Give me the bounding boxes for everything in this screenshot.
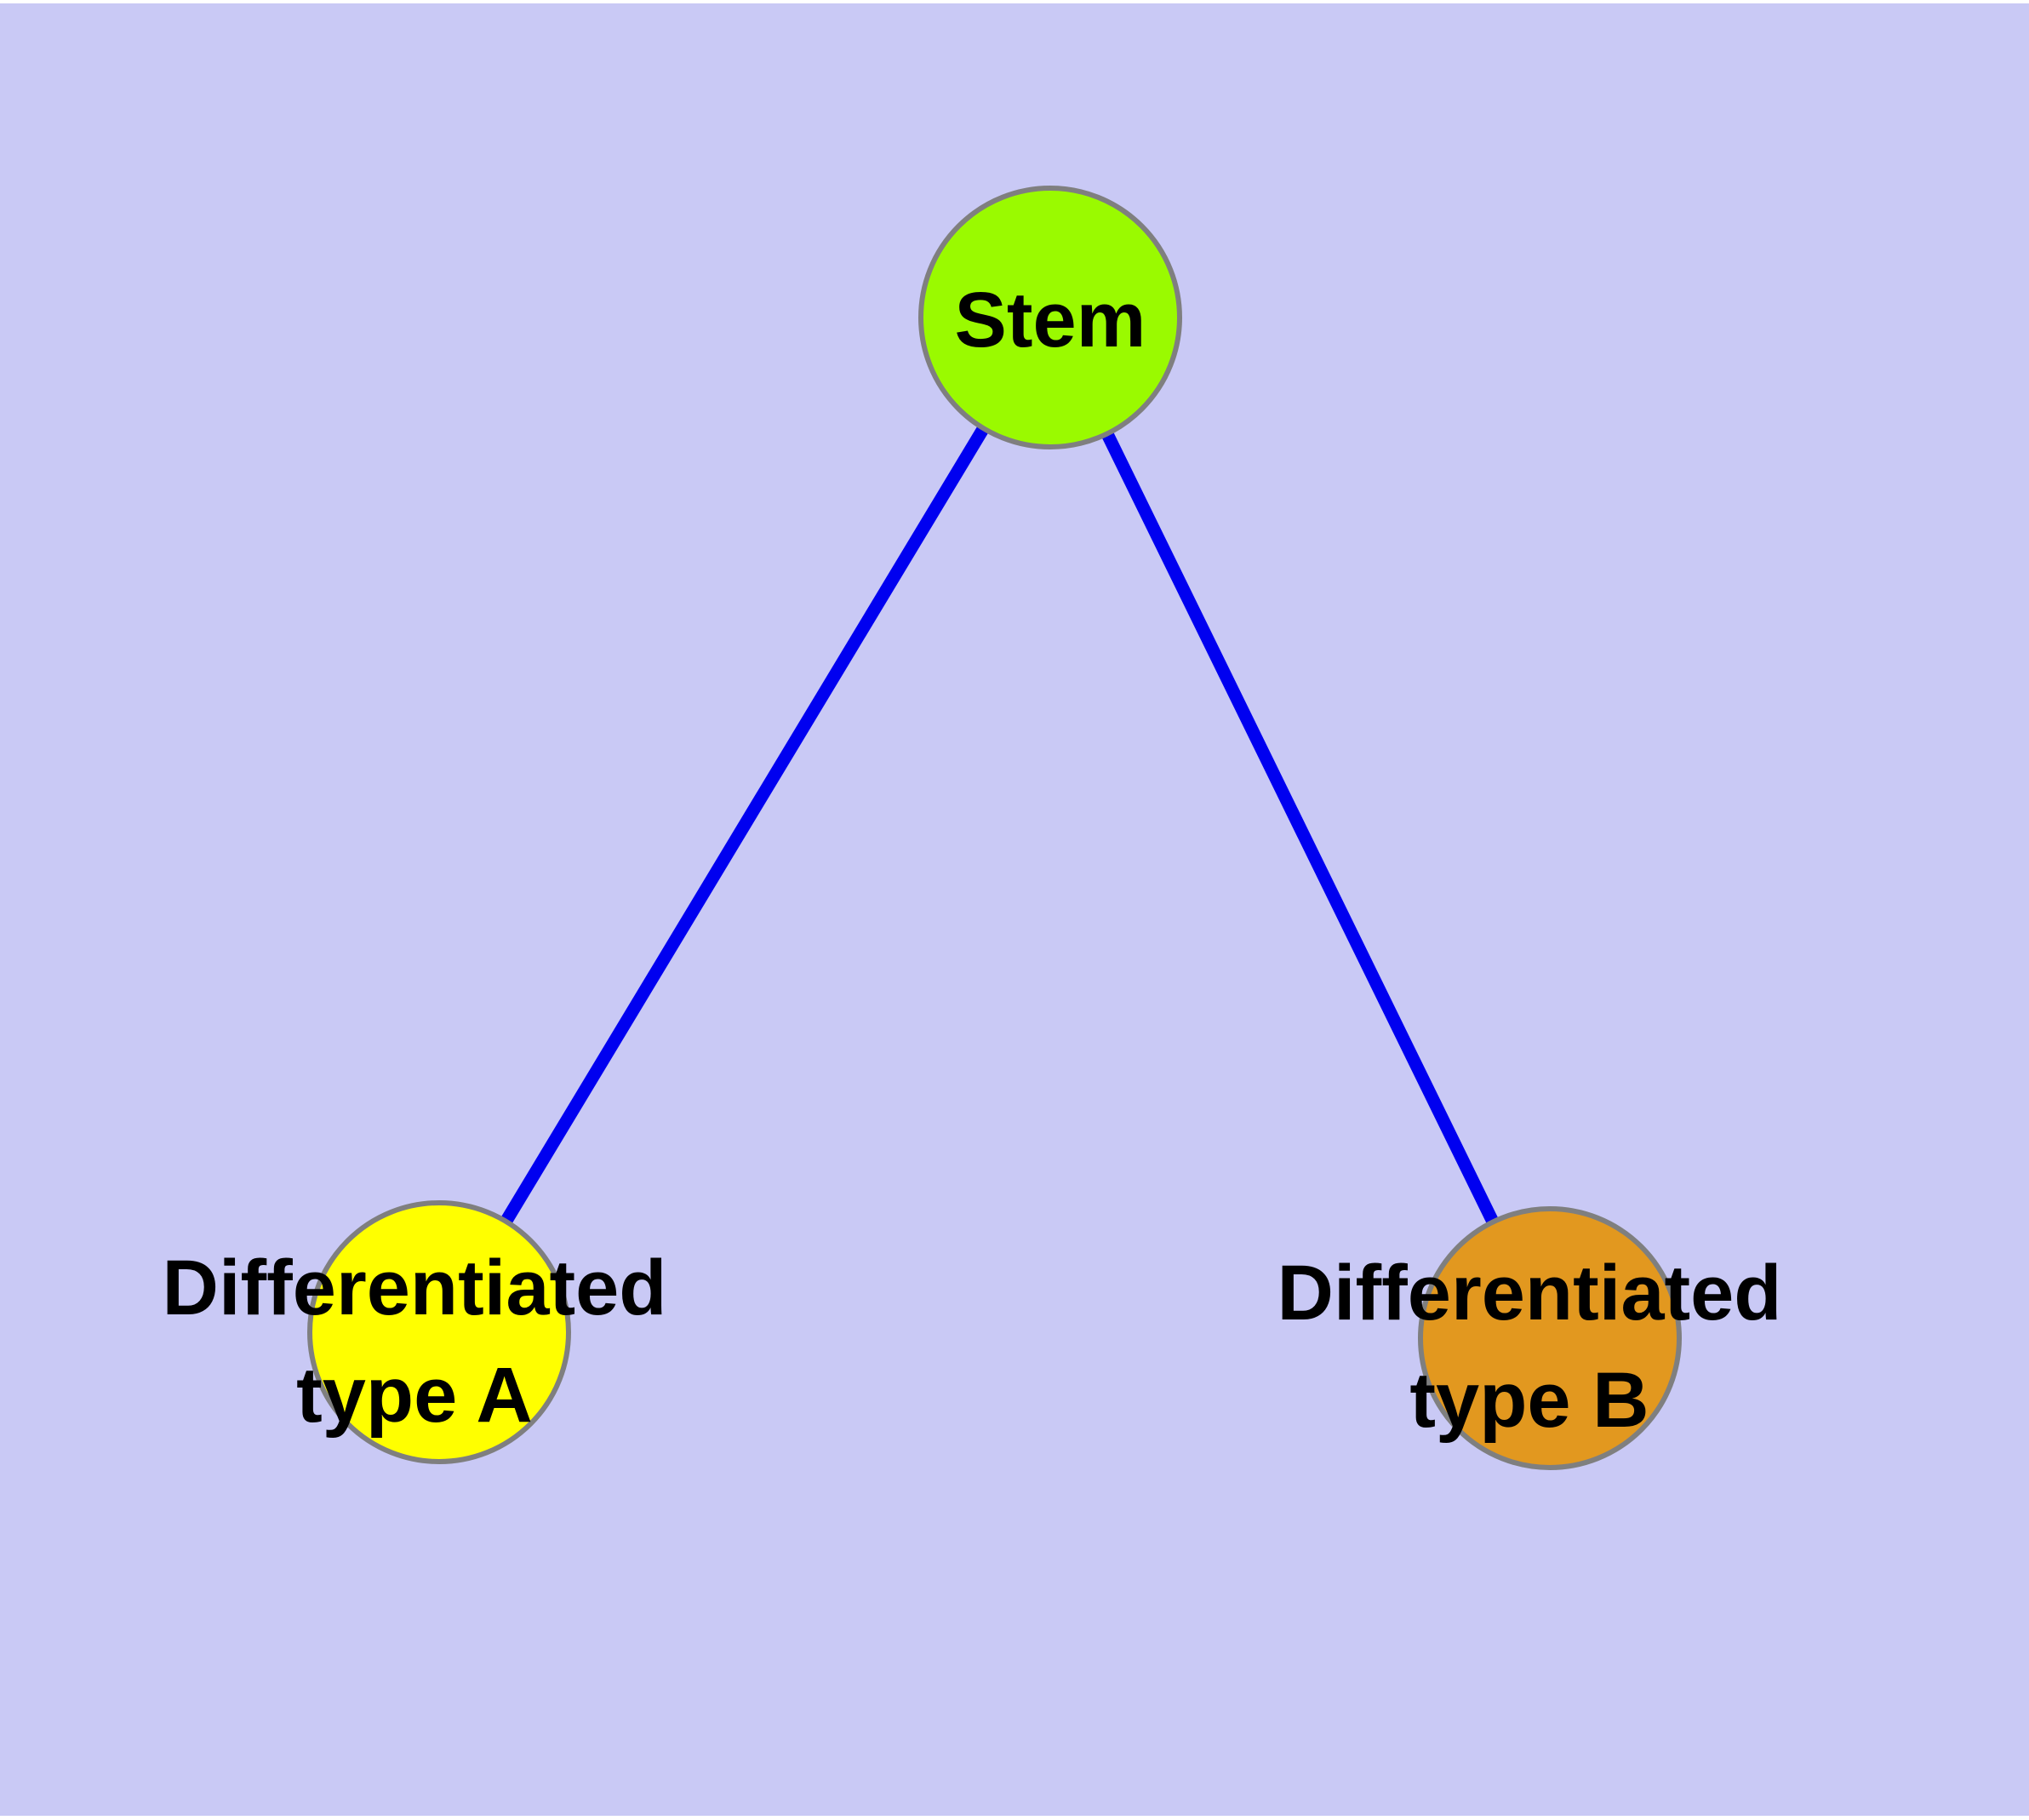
graph-svg bbox=[307, 186, 1682, 1470]
node-label-type-b: Differentiated type B bbox=[1277, 1250, 1782, 1444]
edge-stem-to-type-a bbox=[433, 314, 1056, 1336]
node-circle-type-a bbox=[307, 1200, 571, 1464]
node-circle-stem bbox=[918, 186, 1182, 449]
diagram-canvas: Stem Differentiated type A Differentiate… bbox=[0, 3, 2029, 1816]
node-circle-type-b bbox=[1418, 1206, 1682, 1470]
edge-stem-to-type-b bbox=[1044, 314, 1556, 1342]
node-label-stem: Stem bbox=[954, 277, 1146, 363]
node-label-type-a: Differentiated type A bbox=[162, 1245, 667, 1439]
